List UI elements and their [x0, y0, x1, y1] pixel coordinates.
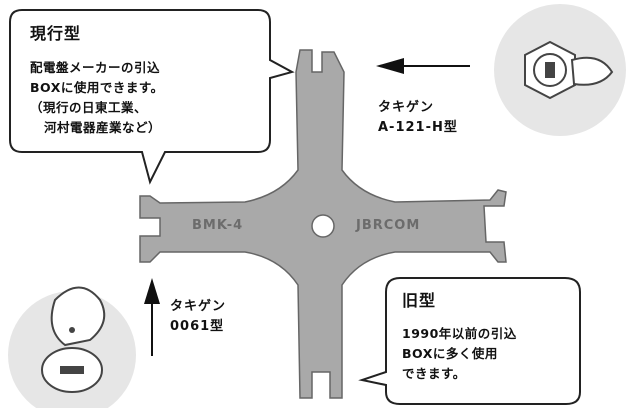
label-top-right-line-1: タキゲン: [378, 100, 435, 115]
callout-current-bubble: [9, 9, 295, 185]
lock-top-right-keyway: [545, 62, 555, 78]
callout-old-line-1: 1990年以前の引込: [402, 326, 517, 341]
label-top-right-line-2: A-121-H型: [378, 120, 458, 135]
lock-bottom-left-rivet: [69, 327, 75, 333]
arrow-left-head: [376, 58, 404, 74]
tool-mark-left: BMK-4: [192, 218, 244, 233]
callout-current-line-3: （現行の日東工業、: [30, 100, 148, 115]
cross-key-center-hole: [311, 214, 335, 238]
callout-current-line-2: BOXに使用できます。: [30, 80, 164, 95]
callout-current-line-4: 河村電器産業など）: [44, 120, 162, 135]
label-bottom-left-line-1: タキゲン: [170, 299, 227, 314]
arrow-up-head: [144, 278, 160, 304]
callout-old-line-2: BOXに多く使用: [402, 346, 498, 361]
lock-top-right-handle: [570, 56, 614, 86]
arrow-left: [376, 58, 470, 74]
arrow-up: [144, 278, 160, 356]
callout-current-line-1: 配電盤メーカーの引込: [30, 60, 161, 75]
callout-old-line-3: できます。: [402, 366, 466, 381]
cross-key-tool: [139, 49, 507, 399]
callout-current-title: 現行型: [30, 24, 82, 43]
lock-bottom-left-handle: [50, 286, 106, 347]
tool-mark-right: JBRCOM: [356, 218, 421, 233]
lock-bottom-left: [8, 286, 136, 408]
callout-old-bubble: [358, 277, 581, 405]
lock-top-right: [494, 4, 626, 136]
lock-bottom-left-keyway: [60, 366, 84, 374]
callout-old-title: 旧型: [402, 291, 437, 310]
label-bottom-left-line-2: 0061型: [170, 319, 225, 334]
